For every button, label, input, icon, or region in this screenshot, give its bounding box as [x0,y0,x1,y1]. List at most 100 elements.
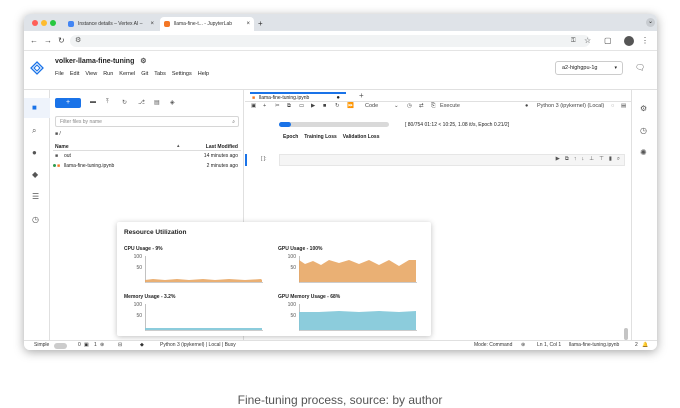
scheduler-icon[interactable]: ◷ [32,215,39,224]
kernel-icon[interactable]: ⊛ [100,342,105,348]
code-cell-input[interactable]: ▶ ⧉ ↑ ↓ ⊥ ⊤ ▮ ⌕ [279,154,625,166]
password-key-icon[interactable]: ⚿ [571,38,576,44]
notebook-icon: ■ [252,95,256,101]
delete-icon[interactable]: ▮ [608,156,612,162]
table-of-contents-icon[interactable]: ☰ [32,192,40,201]
notebook-tabbar: ■ llama-fine-tuning.ipynb ● + [245,90,631,102]
move-down-icon[interactable]: ↓ [581,156,585,162]
profile-avatar[interactable] [624,36,634,46]
insert-below-icon[interactable]: ⊤ [599,156,604,162]
property-inspector-icon[interactable]: ⚙ [640,104,648,113]
git-branch-icon[interactable]: ◆ [140,342,144,348]
run-cell-icon[interactable]: ▶ [555,156,560,162]
address-bar[interactable]: ⚙ [70,35,590,47]
search-icon: ⌕ [232,119,235,125]
extensions-icon[interactable]: ▢ [604,36,612,45]
new-tab-button[interactable]: + [258,19,263,28]
search-icon[interactable]: ⌕ [32,126,37,135]
unsaved-dot-icon[interactable]: ● [336,95,340,101]
menu-item-settings[interactable]: Settings [171,71,192,77]
menu-item-view[interactable]: View [85,71,98,77]
clock-icon[interactable]: ◷ [407,103,412,109]
tab-menu-chevron-icon[interactable]: ⌄ [646,18,655,27]
refresh-icon[interactable]: ↻ [122,100,128,106]
scrollbar-thumb[interactable] [624,328,628,340]
sort-caret-icon[interactable]: ▴ [177,143,180,149]
bookmark-star-icon[interactable]: ☆ [584,36,592,45]
breadcrumb[interactable]: ■ / [55,131,61,137]
terminal-icon[interactable]: ▣ [84,342,89,348]
gear-icon[interactable]: ⚙ [140,58,147,65]
fast-forward-icon[interactable]: ⏩ [347,103,354,109]
bigquery-icon[interactable]: ◈ [170,100,175,106]
menu-item-git[interactable]: Git [141,71,149,77]
usage-chart [145,256,263,283]
cell-type-icon[interactable]: ⊟ [118,342,123,348]
simple-mode-toggle[interactable] [54,343,67,349]
cell-type-select[interactable]: Code ⌄ [365,103,409,109]
notebook-settings-icon[interactable]: ▤ [621,103,627,109]
menu-item-tabs[interactable]: Tabs [154,71,166,77]
kernel-status-text[interactable]: Python 3 (ipykernel) | Local | Busy [160,342,236,348]
sync-icon[interactable]: ⊛ [521,342,526,348]
restart-icon[interactable]: ↻ [335,103,340,109]
menu-item-help[interactable]: Help [197,71,210,77]
debugger-icon[interactable]: ✺ [640,148,647,157]
file-filter-placeholder: Filter files by name [60,119,102,125]
reload-icon[interactable]: ↻ [58,36,65,45]
column-name-header[interactable]: Name [55,144,69,150]
back-icon[interactable]: ← [30,36,38,45]
run-icon[interactable]: ▶ [311,103,316,109]
running-icon[interactable]: ● [32,148,37,157]
menu-item-run[interactable]: Run [103,71,114,77]
execute-button[interactable]: Execute [440,103,460,109]
file-row-notebook[interactable]: ■ llama-fine-tuning.ipynb 2 minutes ago [53,163,241,171]
search-icon[interactable]: ⌕ [616,156,620,162]
browser-menu-icon[interactable]: ⋮ [641,36,649,45]
upload-icon[interactable]: ⤒ [106,99,109,105]
git-icon[interactable]: ◆ [32,170,39,179]
forward-icon[interactable]: → [44,36,52,45]
minimize-window-icon[interactable] [41,20,47,26]
machine-type-select[interactable]: a2-highgpu-1g ▾ [555,61,623,75]
folder-icon[interactable]: ■ [32,103,37,112]
browser-tab-vertex[interactable]: Instance details – Vertex AI – × [64,17,158,31]
close-window-icon[interactable] [32,20,38,26]
maximize-window-icon[interactable] [50,20,56,26]
stop-icon[interactable]: ■ [323,103,327,109]
bell-icon[interactable]: 🔔 [642,342,649,348]
menu-item-kernel[interactable]: Kernel [119,71,136,77]
tab-notebook[interactable]: ■ llama-fine-tuning.ipynb ● [250,92,346,102]
execute-icon[interactable]: ⎘ [431,103,436,109]
left-sidebar: ■ ⌕ ● ◆ ☰ ◷ [24,90,50,340]
history-icon[interactable]: ◷ [640,126,647,135]
duplicate-icon[interactable]: ⧉ [564,156,569,162]
kernel-name[interactable]: Python 3 (ipykernel) (Local) [537,103,605,109]
new-launcher-button[interactable]: + [55,98,81,108]
new-folder-icon[interactable]: ▬ [90,99,96,105]
feedback-icon[interactable]: 🗨 [635,63,646,72]
paste-icon[interactable]: ▭ [299,103,305,109]
file-filter-input[interactable]: Filter files by name ⌕ [55,116,239,127]
browser-tab-jupyter[interactable]: llama-fine-t... - JupyterLab × [160,17,254,31]
git-clone-icon[interactable]: ⎇ [138,100,145,106]
close-icon[interactable]: × [246,21,250,27]
file-row-out[interactable]: ■ out 14 minutes ago [53,153,241,161]
cell-type-value: Code [365,103,379,109]
insert-above-icon[interactable]: ⊥ [589,156,595,162]
close-icon[interactable]: × [150,21,154,27]
cut-icon[interactable]: ✂ [275,103,280,109]
browser-window: Instance details – Vertex AI – × llama-f… [24,14,657,350]
column-modified-header[interactable]: Last Modified [205,144,238,150]
insert-cell-icon[interactable]: + [263,103,267,109]
site-settings-icon[interactable]: ⚙ [75,37,82,44]
new-tab-plus-icon[interactable]: + [359,91,364,100]
cursor-position[interactable]: Ln 1, Col 1 [537,342,562,348]
git-diff-icon[interactable]: ⇄ [419,103,424,109]
save-icon[interactable]: ▣ [251,103,257,109]
move-up-icon[interactable]: ↑ [573,156,577,162]
copy-icon[interactable]: ⧉ [287,103,291,109]
menu-item-file[interactable]: File [55,71,64,77]
menu-item-edit[interactable]: Edit [69,71,80,77]
storage-icon[interactable]: ▤ [154,100,160,106]
